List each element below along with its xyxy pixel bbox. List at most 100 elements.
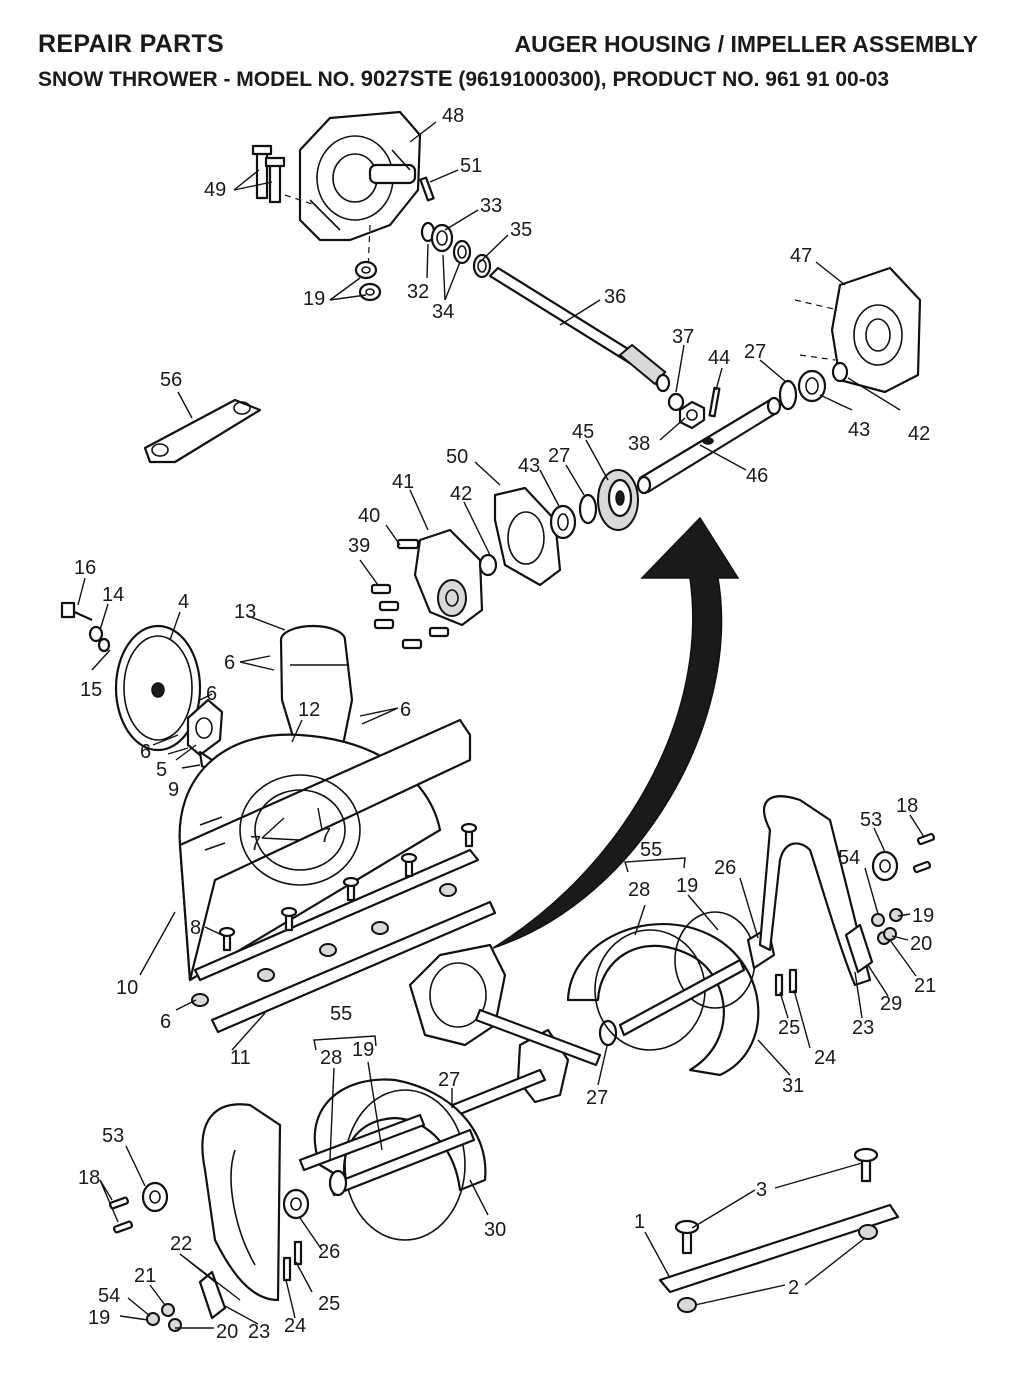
callout-39: 39 [348, 535, 370, 557]
callout-44: 44 [708, 347, 730, 369]
callout-13: 13 [234, 601, 256, 623]
impeller-shaft-36 [488, 266, 671, 393]
gasket-50 [493, 486, 562, 587]
callout-20-right: 20 [910, 933, 932, 955]
callout-21-right: 21 [914, 975, 936, 997]
shaft-washers [420, 221, 492, 279]
callout-55-left: 55 [330, 1003, 352, 1025]
callout-51: 51 [460, 155, 482, 177]
callout-45: 45 [572, 421, 594, 443]
callout-11: 11 [230, 1047, 251, 1069]
callout-43-mid: 43 [518, 455, 540, 477]
bearing-flange-53-right [871, 850, 899, 882]
callout-32: 32 [407, 281, 429, 303]
header-subtitle: SNOW THROWER - MODEL NO. 9027STE (961910… [38, 66, 889, 92]
callout-40: 40 [358, 505, 380, 527]
callout-35: 35 [510, 219, 532, 241]
washer-37 [667, 392, 685, 412]
callout-25-right: 25 [778, 1017, 800, 1039]
callout-33: 33 [480, 195, 502, 217]
bolts-18-left [108, 1196, 134, 1234]
callout-23-right: 23 [852, 1017, 874, 1039]
gear-cover-47 [794, 266, 922, 394]
callout-31: 31 [782, 1075, 804, 1097]
bolts-24-25-left [282, 1240, 303, 1282]
callout-28-left: 28 [320, 1047, 342, 1069]
leader-lines [77, 121, 925, 1329]
callout-43-right: 43 [848, 419, 870, 441]
callout-6-d: 6 [140, 741, 151, 763]
callout-56: 56 [160, 369, 182, 391]
key-51 [419, 176, 435, 202]
washer-27-right [778, 379, 798, 411]
callout-36: 36 [604, 286, 626, 308]
callout-46: 46 [746, 465, 768, 487]
washer-27 [578, 493, 598, 525]
spacer-26-left [282, 1188, 310, 1220]
nut-38 [678, 400, 706, 430]
auger-left-30 [298, 1078, 487, 1241]
washer-15 [97, 637, 111, 653]
subtitle-model: 9027STE [360, 66, 453, 91]
callout-18-left: 18 [78, 1167, 100, 1189]
bearing-flange-53-left [141, 1181, 169, 1213]
bolts-49 [251, 144, 286, 204]
nuts-19-top [354, 260, 382, 302]
bearing-43 [549, 504, 577, 540]
callout-9: 9 [168, 779, 179, 801]
callout-54-left: 54 [98, 1285, 120, 1307]
carriage-bolts-3 [674, 1147, 879, 1255]
bearing-flange-5 [186, 698, 224, 774]
auger-housing-10 [178, 718, 472, 982]
callout-1: 1 [634, 1211, 645, 1233]
callout-50: 50 [446, 446, 468, 468]
callout-53-right: 53 [860, 809, 882, 831]
assembly-arrow [492, 516, 740, 949]
callout-42-mid: 42 [450, 483, 472, 505]
callout-7-b: 7 [320, 825, 331, 847]
side-plate-right [758, 795, 872, 987]
callout-6-b: 6 [400, 699, 411, 721]
callout-29-right: 29 [880, 993, 902, 1015]
carriage-bolts-8 [218, 822, 478, 952]
callout-42-right: 42 [908, 423, 930, 445]
bolts-18-right [912, 832, 936, 874]
callout-24-right: 24 [814, 1047, 836, 1069]
callout-19-right-b: 19 [912, 905, 934, 927]
nuts-6 [191, 883, 457, 1007]
callout-27-mid: 27 [548, 445, 570, 467]
callout-41: 41 [392, 471, 414, 493]
callout-23-left: 23 [248, 1321, 270, 1343]
callout-26-right: 26 [714, 857, 736, 879]
callout-30: 30 [484, 1219, 506, 1241]
header-title-right: AUGER HOUSING / IMPELLER ASSEMBLY [514, 31, 978, 57]
pulley-4 [114, 624, 202, 752]
washer-27-center [598, 1019, 618, 1047]
callout-21-left: 21 [134, 1265, 156, 1287]
nuts-19-20-21-left [146, 1303, 182, 1332]
callout-20-left: 20 [216, 1321, 238, 1343]
callout-34: 34 [432, 301, 454, 323]
scraper-bar-11 [193, 848, 497, 1034]
callout-55-right: 55 [640, 839, 662, 861]
bolt-16 [60, 601, 93, 622]
bolts-24-25-right [774, 968, 798, 997]
callout-15: 15 [80, 679, 102, 701]
callout-19-left-a: 19 [352, 1039, 374, 1061]
callout-48: 48 [442, 105, 464, 127]
nuts-19-20-right [871, 908, 903, 945]
callout-24-left: 24 [284, 1315, 306, 1337]
callout-18-right: 18 [896, 795, 918, 817]
callout-38: 38 [628, 433, 650, 455]
callout-7-a: 7 [250, 833, 261, 855]
callout-28-right: 28 [628, 879, 650, 901]
subtitle-suffix: (96191000300), PRODUCT NO. 961 91 00-03 [452, 68, 890, 91]
center-gearbox [408, 943, 602, 1122]
skid-shoe-right [844, 923, 874, 974]
callout-12: 12 [298, 699, 320, 721]
worm-gear-45 [597, 469, 639, 531]
gear-case-41 [413, 528, 498, 627]
ring-42-right [831, 361, 849, 383]
callout-10: 10 [116, 977, 138, 999]
gear-housing-top [284, 110, 422, 271]
